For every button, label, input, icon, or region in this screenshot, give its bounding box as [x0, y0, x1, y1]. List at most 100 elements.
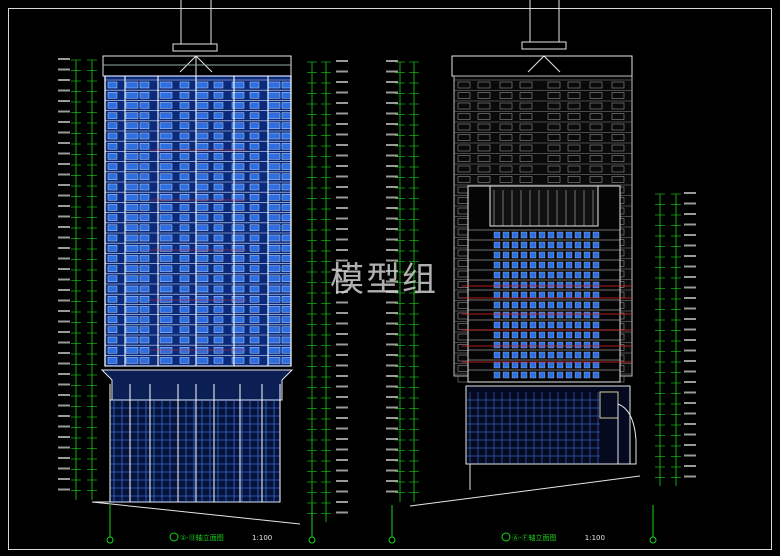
- window: [139, 153, 150, 160]
- window: [159, 132, 173, 140]
- window: [589, 113, 603, 120]
- window: [195, 183, 209, 191]
- window: [592, 321, 600, 329]
- window: [231, 357, 245, 364]
- window: [159, 275, 173, 282]
- window: [139, 112, 150, 119]
- dimension-label-mark: [336, 165, 348, 167]
- window: [107, 204, 118, 211]
- window: [583, 331, 591, 339]
- window: [159, 224, 173, 232]
- window: [574, 231, 582, 239]
- window: [457, 123, 471, 131]
- window: [538, 301, 546, 309]
- window: [125, 326, 139, 333]
- window: [107, 112, 118, 119]
- window: [529, 291, 537, 299]
- window: [519, 102, 533, 110]
- window: [583, 371, 591, 379]
- dimension-label-mark: [336, 123, 348, 125]
- window: [231, 255, 245, 262]
- dimension-label-mark: [58, 121, 70, 123]
- window: [520, 231, 528, 239]
- window: [139, 102, 150, 109]
- window: [538, 311, 546, 319]
- window: [249, 255, 260, 262]
- left-ground-line: [91, 501, 301, 525]
- window: [493, 301, 501, 309]
- window: [477, 113, 491, 120]
- window: [281, 204, 292, 211]
- window: [195, 275, 209, 282]
- window: [520, 311, 528, 319]
- window: [195, 112, 209, 119]
- window: [213, 173, 224, 181]
- dimension-label-mark: [386, 427, 398, 430]
- window: [125, 102, 139, 109]
- window: [159, 326, 173, 333]
- window: [281, 255, 292, 262]
- window: [159, 102, 173, 109]
- window: [547, 331, 555, 339]
- window: [529, 231, 537, 239]
- window: [159, 91, 173, 99]
- window: [179, 112, 190, 119]
- dimension-label-mark: [58, 467, 70, 470]
- window: [538, 361, 546, 369]
- dimension-label-mark: [336, 154, 348, 157]
- dimension-label-mark: [684, 318, 696, 320]
- dimension-label-mark: [386, 81, 398, 83]
- window: [281, 91, 292, 99]
- window: [139, 204, 150, 211]
- dimension-label-mark: [684, 276, 696, 278]
- window: [231, 244, 245, 252]
- window: [179, 193, 190, 201]
- window: [267, 214, 281, 221]
- window: [281, 347, 292, 354]
- window: [281, 193, 292, 201]
- window: [179, 326, 190, 333]
- dimension-label-mark: [684, 255, 696, 257]
- window: [611, 144, 625, 152]
- window: [267, 163, 281, 170]
- dimension-label-mark: [336, 490, 348, 493]
- dimension-label-mark: [58, 415, 70, 417]
- window: [519, 123, 533, 131]
- window: [567, 92, 581, 99]
- window: [213, 244, 224, 252]
- window: [529, 241, 537, 249]
- window: [556, 361, 564, 369]
- dimension-label-mark: [386, 333, 398, 335]
- dimension-label-mark: [58, 268, 70, 270]
- window: [574, 271, 582, 279]
- dimension-label-mark: [336, 312, 348, 314]
- window: [159, 122, 173, 130]
- window: [565, 351, 573, 359]
- dimension-label-mark: [336, 70, 348, 73]
- window: [457, 165, 471, 173]
- window: [520, 251, 528, 259]
- dimension-label-mark: [336, 438, 348, 440]
- window: [511, 291, 519, 299]
- window: [592, 291, 600, 299]
- window: [519, 134, 533, 141]
- dimension-label-mark: [58, 299, 70, 302]
- dimension-label-mark: [58, 142, 70, 144]
- window: [213, 102, 224, 109]
- window: [249, 336, 260, 344]
- window: [249, 142, 260, 150]
- window: [547, 301, 555, 309]
- dimension-label-mark: [336, 102, 348, 104]
- window: [213, 132, 224, 140]
- window: [556, 281, 564, 289]
- window: [565, 301, 573, 309]
- window: [195, 336, 209, 344]
- dimension-label-mark: [336, 396, 348, 398]
- dimension-label-mark: [336, 133, 348, 136]
- window: [565, 321, 573, 329]
- window: [195, 163, 209, 170]
- dimension-label-mark: [386, 459, 398, 461]
- window: [281, 142, 292, 150]
- window: [592, 271, 600, 279]
- window: [231, 81, 245, 89]
